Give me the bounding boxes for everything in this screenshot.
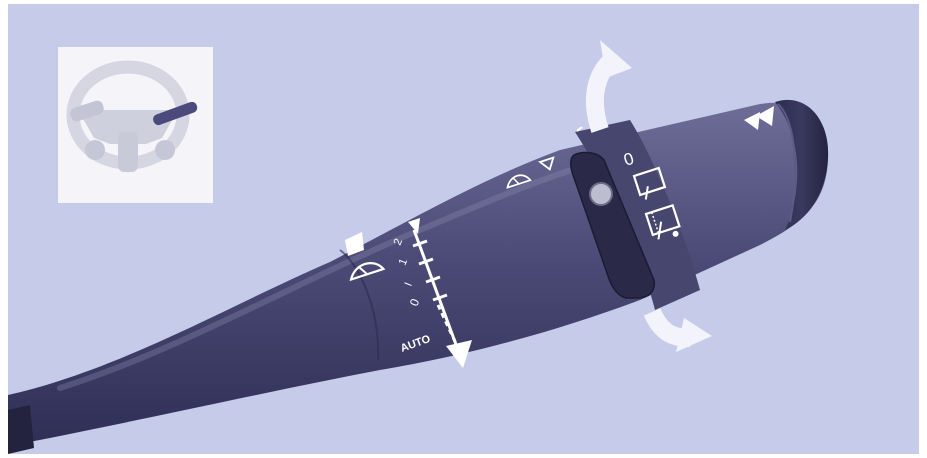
steering-wheel-inset: [58, 47, 213, 203]
rear-wiper-knob[interactable]: [590, 183, 612, 205]
